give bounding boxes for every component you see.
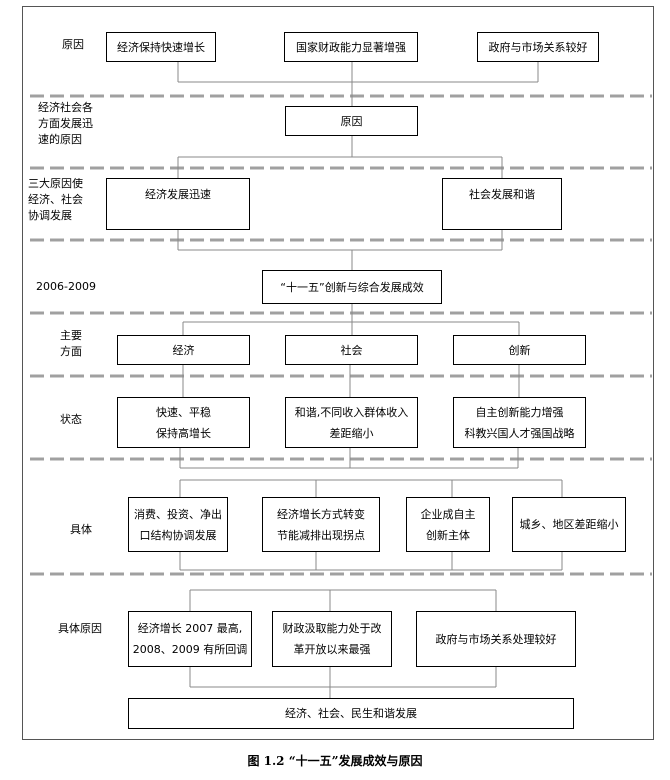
figure-caption: 图 1.2 “十一五”发展成效与原因 [247, 754, 423, 768]
box-final: 经济、社会、民生和谐发展 [128, 698, 574, 729]
box-consumption: 消费、投资、净出 口结构协调发展 [128, 497, 228, 552]
box-social-harmony: 社会发展和谐 [442, 178, 562, 230]
box-economy: 经济 [117, 335, 250, 365]
row-label-main-aspects: 主要 方面 [60, 329, 82, 358]
diagram-frame [22, 6, 654, 740]
row-label-state: 状态 [60, 413, 82, 426]
box-econ-fast: 经济发展迅速 [106, 178, 250, 230]
box-plan-result: “十一五”创新与综合发展成效 [262, 270, 442, 304]
box-innovation: 创新 [453, 335, 586, 365]
box-fiscal: 国家财政能力显著增强 [284, 32, 418, 62]
box-fast-stable: 快速、平稳 保持高增长 [117, 397, 250, 448]
box-reason-center: 原因 [285, 106, 418, 136]
box-society: 社会 [285, 335, 418, 365]
row-label-reason: 原因 [62, 38, 84, 51]
row-label-specific: 具体 [70, 523, 92, 536]
box-transformation: 经济增长方式转变 节能减排出现拐点 [262, 497, 380, 552]
box-gov-market: 政府与市场关系较好 [477, 32, 599, 62]
box-self-innovation: 自主创新能力增强 科教兴国人才强国战略 [453, 397, 586, 448]
row-label-three-reasons: 三大原因使 经济、社会 协调发展 [28, 177, 83, 222]
box-gap-narrow: 和谐,不同收入群体收入 差距缩小 [285, 397, 418, 448]
box-fiscal-best: 财政汲取能力处于改 革开放以来最强 [272, 611, 392, 667]
row-label-econ-social: 经济社会各 方面发展迅 速的原因 [38, 101, 93, 146]
box-gov-market-good: 政府与市场关系处理较好 [416, 611, 576, 667]
box-growth: 经济保持快速增长 [106, 32, 216, 62]
box-enterprise: 企业成自主 创新主体 [406, 497, 490, 552]
box-growth-2007: 经济增长 2007 最高, 2008、2009 有所回调 [128, 611, 252, 667]
box-urban-rural: 城乡、地区差距缩小 [512, 497, 626, 552]
row-label-period: 2006-2009 [36, 280, 96, 293]
row-label-specific-reason: 具体原因 [58, 622, 102, 635]
